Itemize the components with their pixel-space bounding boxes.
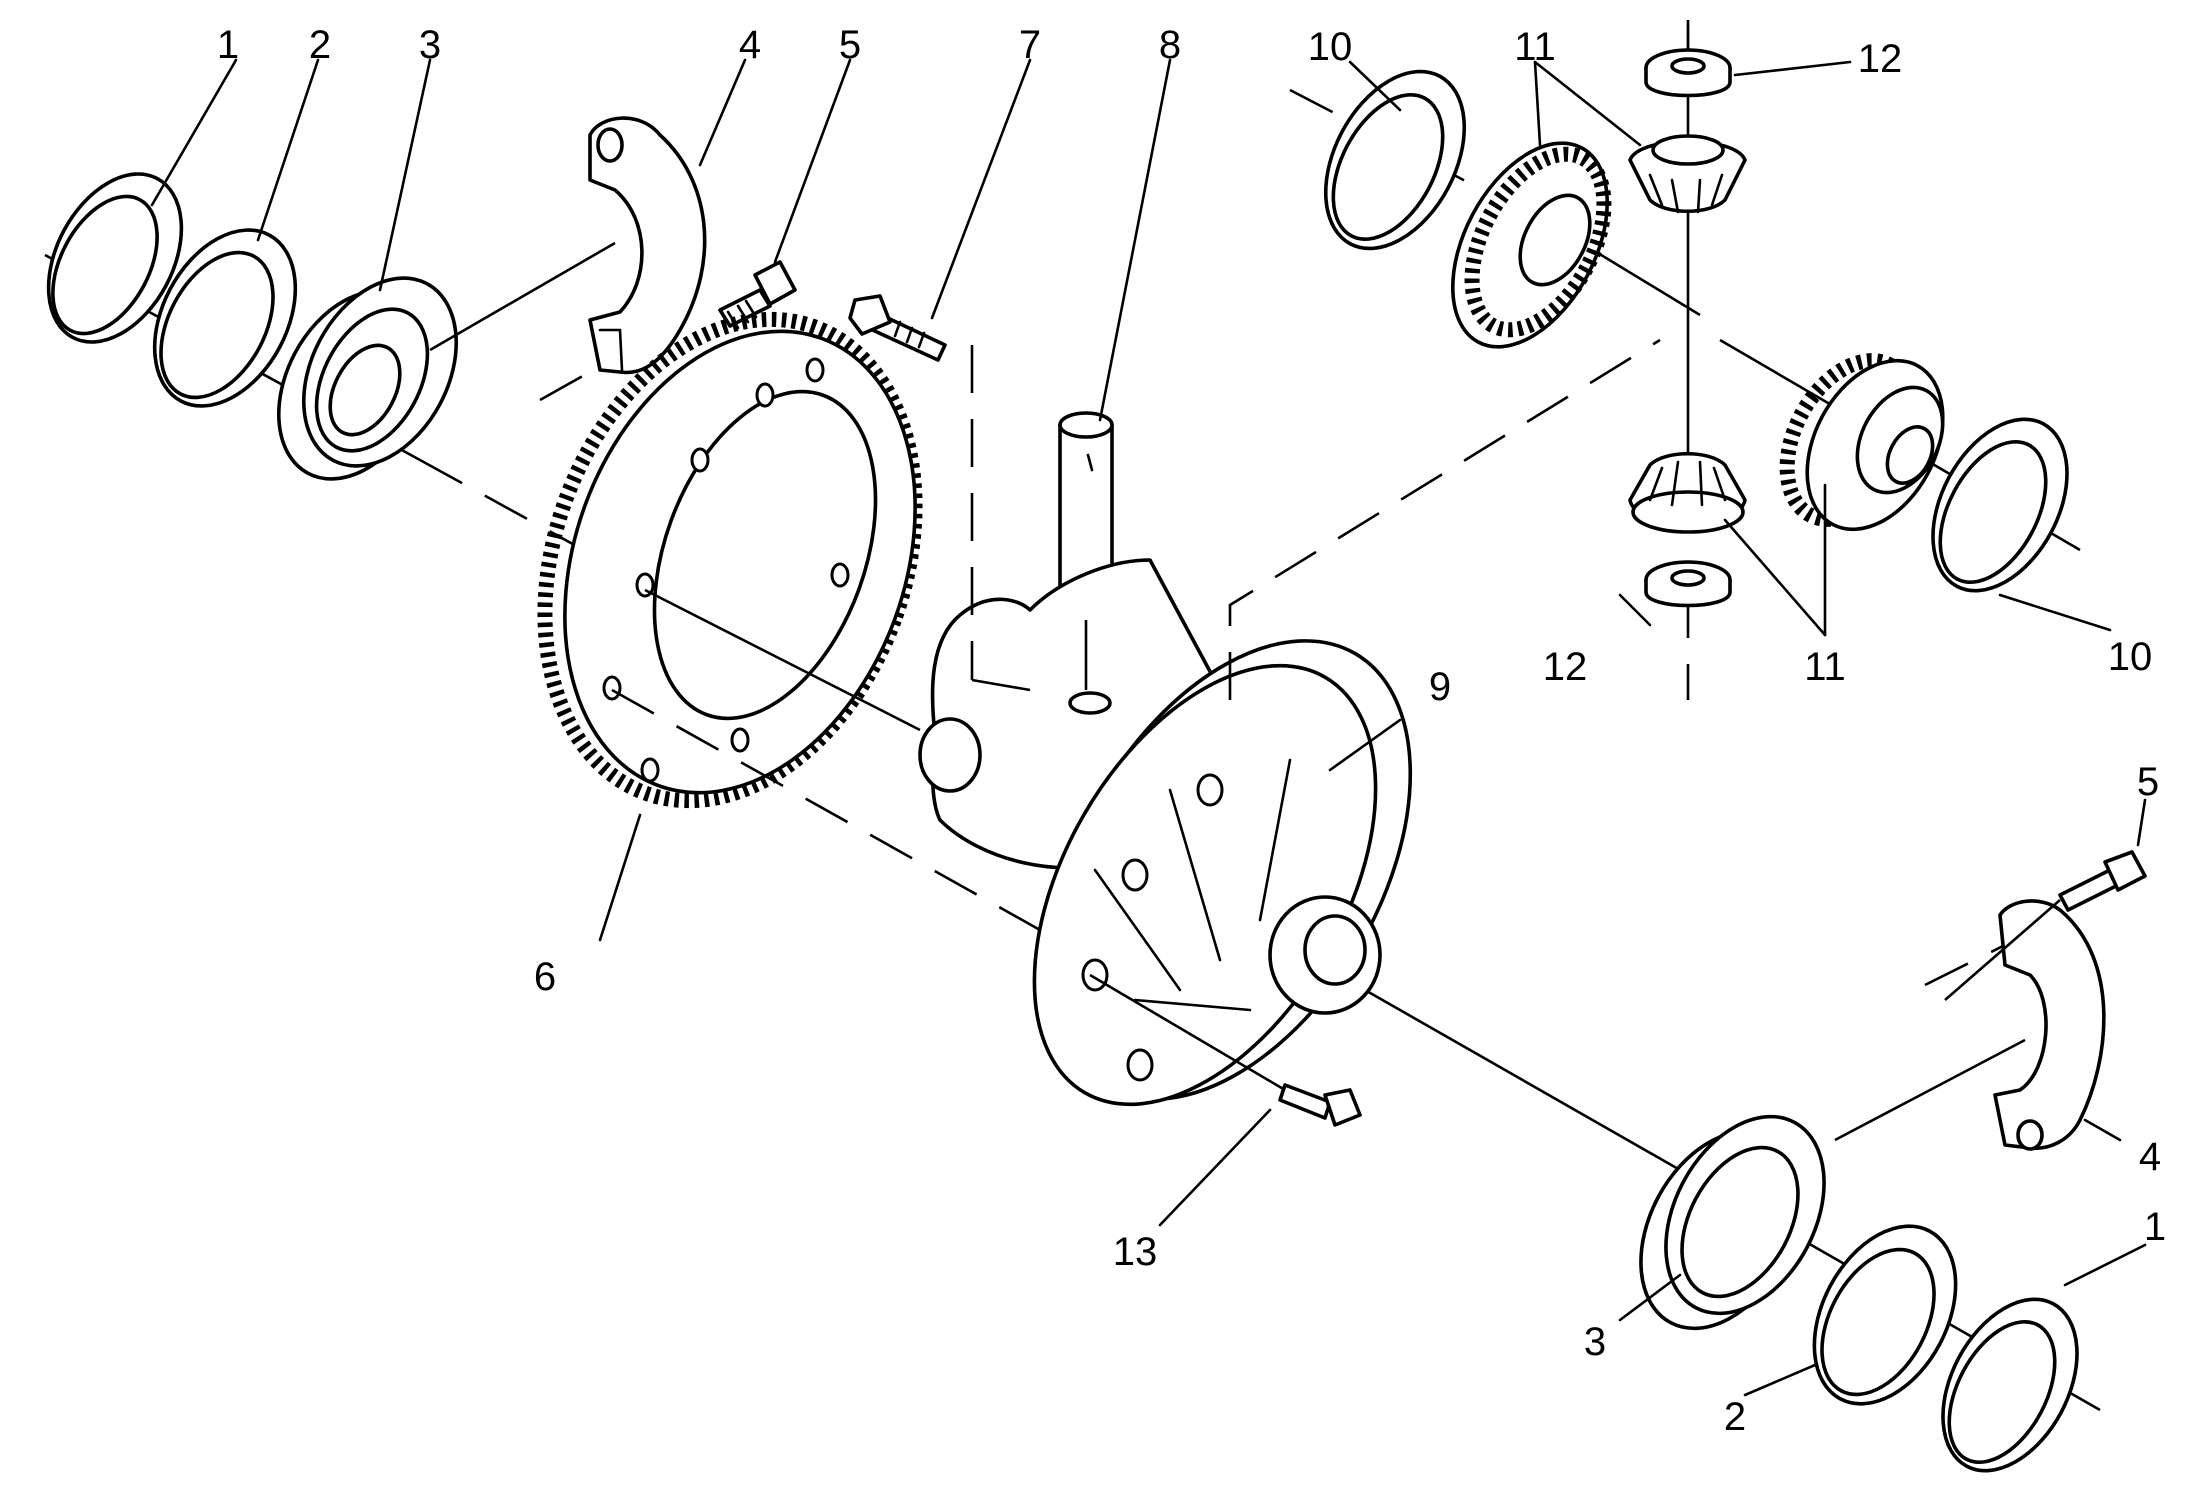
callout-13: 13 — [1113, 1230, 1158, 1274]
callout-2-left: 2 — [309, 23, 331, 67]
callout-2-right: 2 — [1724, 1395, 1746, 1439]
callout-9: 9 — [1429, 665, 1451, 709]
bolt-5-right — [2058, 850, 2147, 912]
shim-2-left — [152, 228, 298, 408]
thrust-washer-10-right — [1931, 417, 2069, 593]
bearing-cap-4-left — [588, 116, 707, 375]
pinion-washer-12-top — [1644, 48, 1732, 98]
callout-5-left: 5 — [839, 23, 861, 67]
callout-1-right: 1 — [2144, 1205, 2166, 1249]
callout-7: 7 — [1019, 23, 1041, 67]
shim-2-right — [1812, 1224, 1958, 1406]
thrust-washer-10-top — [1323, 69, 1467, 251]
bearing-3-left — [276, 276, 459, 481]
callout-6: 6 — [534, 955, 556, 999]
callout-5-right: 5 — [2137, 760, 2159, 804]
ring-gear-bolt-13 — [1278, 1083, 1362, 1127]
callout-3-right: 3 — [1584, 1320, 1606, 1364]
callout-12-top: 12 — [1858, 37, 1903, 81]
callout-10-top: 10 — [1308, 25, 1353, 69]
callout-4-right: 4 — [2139, 1135, 2161, 1179]
callout-numbers: 1 2 3 4 5 7 8 10 11 12 6 9 12 11 10 5 4 … — [217, 23, 2166, 1439]
side-gear-11-top — [1450, 141, 1612, 349]
side-gear-11-right — [1779, 353, 1945, 532]
callout-1-left: 1 — [217, 23, 239, 67]
ring-gear-6 — [537, 311, 923, 809]
callout-8: 8 — [1159, 23, 1181, 67]
callout-10-right: 10 — [2108, 635, 2153, 679]
pinion-washer-12-bottom — [1644, 560, 1732, 608]
pinion-gear-11-top — [1628, 134, 1747, 214]
differential-case-9 — [918, 558, 1413, 1107]
pinion-gear-11-bottom — [1628, 451, 1747, 534]
callout-11-top: 11 — [1514, 25, 1556, 69]
seal-ring-1-right — [1941, 1297, 2079, 1473]
bearing-3-right — [1639, 1114, 1826, 1331]
lock-bolt-7 — [848, 294, 947, 362]
callout-4-left: 4 — [739, 23, 761, 67]
bearing-cap-4-right — [1993, 899, 2106, 1151]
callout-3-left: 3 — [419, 23, 441, 67]
callout-12-bottom: 12 — [1543, 645, 1588, 689]
assembly-guide-lines — [429, 241, 2061, 1142]
callout-leaders — [150, 58, 2147, 1397]
seal-ring-1-left — [46, 172, 184, 344]
callout-11-bottom: 11 — [1804, 645, 1846, 689]
